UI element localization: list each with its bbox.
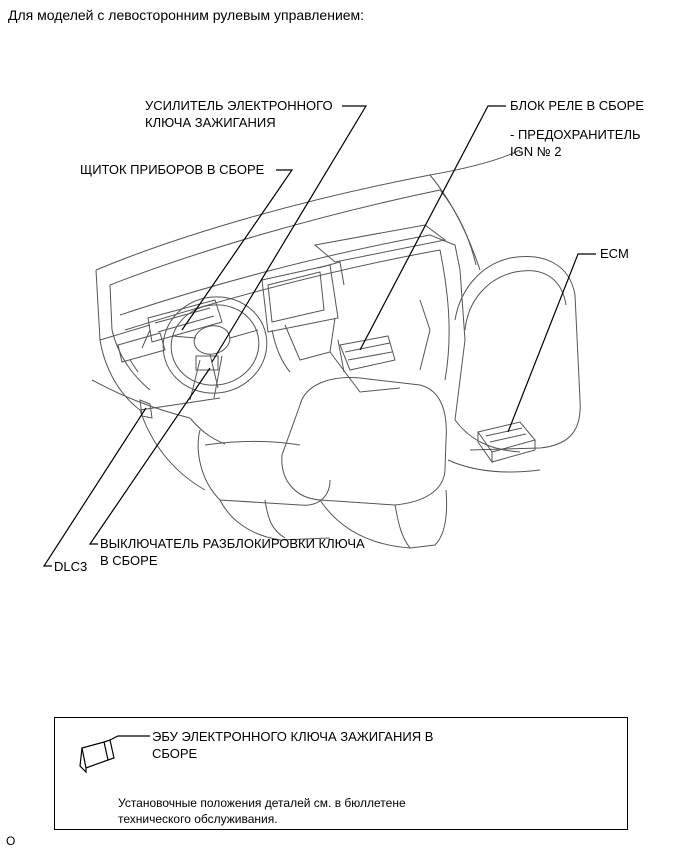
label-fuse-line1: - ПРЕДОХРАНИТЕЛЬ — [510, 127, 641, 142]
label-ecm: ECM — [600, 246, 629, 261]
leader-relay-block — [359, 105, 506, 351]
leader-dlc3 — [42, 407, 147, 567]
label-relay-block: БЛОК РЕЛЕ В СБОРЕ — [510, 98, 645, 113]
label-combination-meter: ЩИТОК ПРИБОРОВ В СБОРЕ — [80, 162, 265, 177]
leader-unlock-switch — [88, 367, 211, 545]
legend-note-line1: Установочные положения деталей см. в бюл… — [118, 796, 406, 810]
legend-note-line2: технического обслуживания. — [118, 812, 278, 826]
legend-box — [54, 717, 628, 830]
label-key-amplifier-line1: УСИЛИТЕЛЬ ЭЛЕКТРОННОГО — [145, 98, 333, 113]
leader-lines — [42, 105, 596, 567]
page-heading: Для моделей с левосторонним рулевым упра… — [8, 7, 365, 23]
leader-key-amplifier — [211, 105, 368, 363]
label-key-amplifier-line2: КЛЮЧА ЗАЖИГАНИЯ — [145, 115, 276, 130]
leader-ecm — [507, 253, 596, 433]
leader-combination-meter — [181, 169, 294, 331]
interior-outline — [91, 149, 581, 549]
label-fuse-line2: IGN № 2 — [510, 144, 562, 159]
label-dlc3: DLC3 — [54, 559, 88, 574]
legend-ecu-line2: СБОРЕ — [152, 746, 198, 761]
label-unlock-switch-line1: ВЫКЛЮЧАТЕЛЬ РАЗБЛОКИРОВКИ КЛЮЧА — [100, 536, 365, 551]
label-unlock-switch-line2: В СБОРЕ — [100, 553, 158, 568]
figure-code: O — [6, 834, 16, 848]
legend-ecu-line1: ЭБУ ЭЛЕКТРОННОГО КЛЮЧА ЗАЖИГАНИЯ В — [152, 729, 434, 744]
ecu-part-icon — [79, 735, 150, 774]
